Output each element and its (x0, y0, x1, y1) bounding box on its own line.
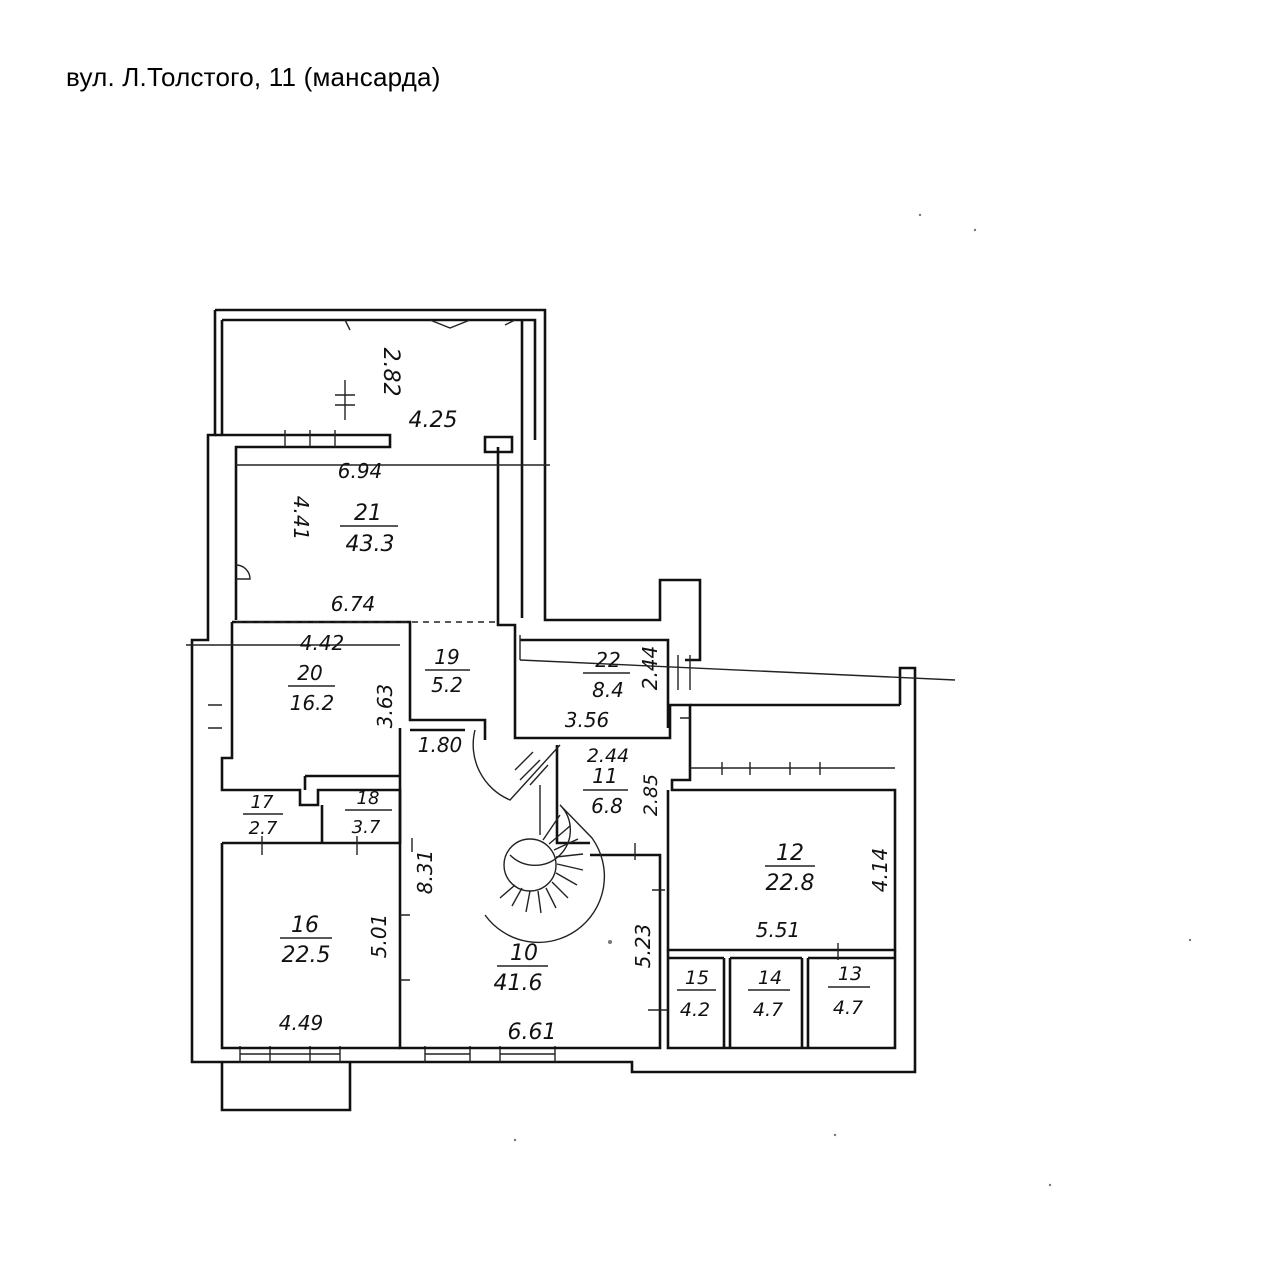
svg-text:6.8: 6.8 (591, 794, 623, 818)
svg-text:16: 16 (291, 913, 319, 938)
dim-top-width: 4.25 (409, 408, 458, 433)
svg-text:11: 11 (592, 764, 617, 788)
dim-r12-bottom: 5.51 (756, 918, 801, 942)
svg-text:18: 18 (357, 788, 380, 809)
svg-text:4.7: 4.7 (833, 997, 863, 1019)
dim-r11-side: 2.85 (640, 774, 662, 816)
svg-text:22.5: 22.5 (282, 943, 331, 968)
dim-top-height: 2.82 (378, 348, 403, 397)
room-10-label: 10 41.6 (494, 941, 548, 996)
svg-text:3.7: 3.7 (352, 817, 381, 838)
dim-r20-top: 4.42 (300, 631, 345, 655)
svg-text:22.8: 22.8 (766, 871, 815, 896)
dim-r21-bottom: 6.74 (331, 592, 376, 616)
svg-text:41.6: 41.6 (494, 971, 543, 996)
dim-r12-side: 4.14 (868, 848, 892, 893)
reference-lines (186, 319, 956, 681)
page-title: вул. Л.Толстого, 11 (мансарда) (66, 62, 441, 92)
svg-text:43.3: 43.3 (346, 532, 395, 557)
room-15-label: 15 4.2 (677, 967, 716, 1021)
svg-text:4.7: 4.7 (753, 999, 783, 1021)
dim-r20-side: 3.63 (373, 684, 397, 729)
dim-r16-side: 5.01 (367, 914, 391, 959)
svg-text:17: 17 (251, 792, 274, 813)
svg-text:20: 20 (297, 661, 322, 685)
room-22-label: 22 8.4 (583, 648, 630, 702)
room-19-label: 19 5.2 (425, 645, 470, 697)
room-21-label: 21 43.3 (340, 501, 398, 557)
room-13-label: 13 4.7 (828, 963, 870, 1019)
interior-walls (220, 430, 900, 1050)
svg-text:5.2: 5.2 (431, 673, 463, 697)
svg-text:13: 13 (838, 963, 862, 985)
room-17-label: 17 2.7 (243, 792, 283, 839)
svg-text:8.4: 8.4 (592, 678, 624, 702)
dim-r11-top: 2.44 (587, 745, 629, 767)
dim-r21-top: 6.94 (338, 459, 383, 483)
room-14-label: 14 4.7 (748, 967, 790, 1021)
spiral-staircase (472, 729, 606, 944)
dim-stair-width: 1.80 (418, 733, 463, 757)
dimension-labels: 2.82 4.25 6.94 4.41 6.74 4.42 3.63 2.44 … (279, 348, 892, 1045)
room-12-label: 12 22.8 (765, 841, 815, 896)
room-11-label: 11 6.8 (583, 764, 628, 818)
svg-text:4.2: 4.2 (680, 999, 710, 1021)
dim-r16-bottom: 4.49 (279, 1011, 324, 1035)
svg-text:19: 19 (434, 645, 459, 669)
svg-text:14: 14 (758, 967, 782, 989)
svg-text:21: 21 (354, 501, 382, 526)
room-16-label: 16 22.5 (280, 913, 332, 968)
dim-r10-side: 8.31 (413, 850, 437, 895)
tick-marks (261, 635, 839, 1011)
scan-specks (513, 213, 1192, 1187)
svg-text:15: 15 (685, 967, 709, 989)
dim-r21-side: 4.41 (289, 496, 313, 541)
room-18-label: 18 3.7 (345, 788, 392, 838)
dim-r10-bottom: 6.61 (508, 1020, 557, 1045)
svg-text:22: 22 (595, 648, 620, 672)
dim-r22-bottom: 3.56 (565, 708, 610, 732)
dim-r10-right: 5.23 (631, 924, 655, 969)
outer-walls (190, 308, 917, 1112)
dim-r22-side: 2.44 (638, 646, 662, 691)
svg-text:10: 10 (510, 941, 538, 966)
room-20-label: 20 16.2 (288, 661, 335, 715)
svg-text:16.2: 16.2 (290, 691, 335, 715)
svg-text:2.7: 2.7 (249, 818, 278, 839)
svg-text:12: 12 (776, 841, 804, 866)
